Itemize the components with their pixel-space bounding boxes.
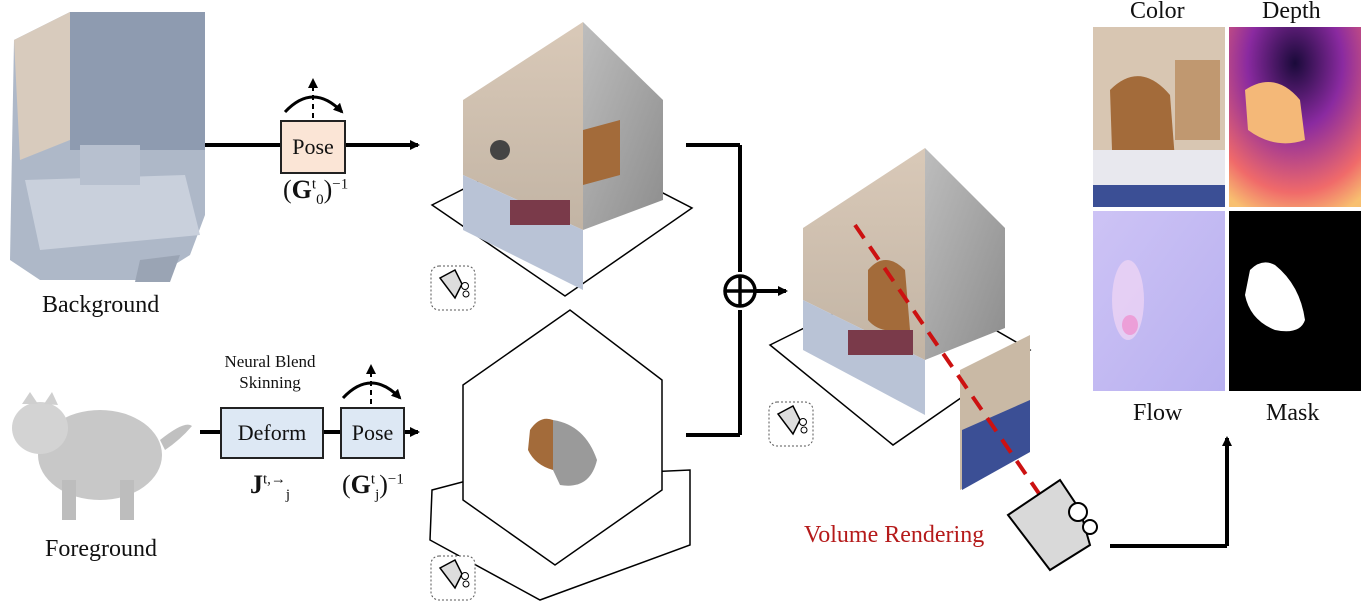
camera-icon (768, 401, 814, 447)
camera-icon (1006, 478, 1098, 572)
volume-rendering-label: Volume Rendering (804, 522, 985, 548)
background-pointcloud (10, 12, 205, 282)
foreground-render-frustum (429, 309, 691, 601)
output-depth-label: Depth (1262, 0, 1321, 24)
pose-box-foreground: Pose (340, 407, 405, 459)
deform-label: Deform (237, 420, 307, 445)
output-flow-label: Flow (1133, 400, 1183, 426)
output-mask-label: Mask (1266, 400, 1320, 426)
camera-icon (430, 265, 476, 311)
sum-operator (723, 274, 757, 308)
pose-math-background: (Gt0)−1 (283, 175, 349, 209)
composite-render-frustum (768, 148, 1032, 490)
background-label: Background (42, 292, 160, 318)
foreground-cat-mesh (12, 392, 192, 520)
background-render-frustum (430, 22, 694, 297)
pose-box-background: Pose (280, 120, 346, 174)
render-ray (853, 223, 1042, 497)
output-depth-image (1229, 27, 1361, 207)
output-color-image (1093, 27, 1225, 207)
pose-math-foreground: (Gtj)−1 (342, 470, 404, 504)
deform-box: Deform (220, 407, 324, 459)
rotate-arrow-icon (341, 364, 402, 404)
output-color-label: Color (1130, 0, 1185, 24)
pose-label: Pose (351, 420, 394, 445)
camera-icon (430, 555, 476, 601)
output-mask-image (1229, 211, 1361, 391)
rotate-arrow-icon (283, 78, 344, 118)
foreground-label: Foreground (45, 536, 157, 562)
output-flow-image (1093, 211, 1225, 391)
pose-label: Pose (292, 134, 334, 159)
neural-blend-skinning-label: Neural Blend Skinning (224, 352, 316, 392)
deform-math: Jt,→j (250, 470, 291, 504)
